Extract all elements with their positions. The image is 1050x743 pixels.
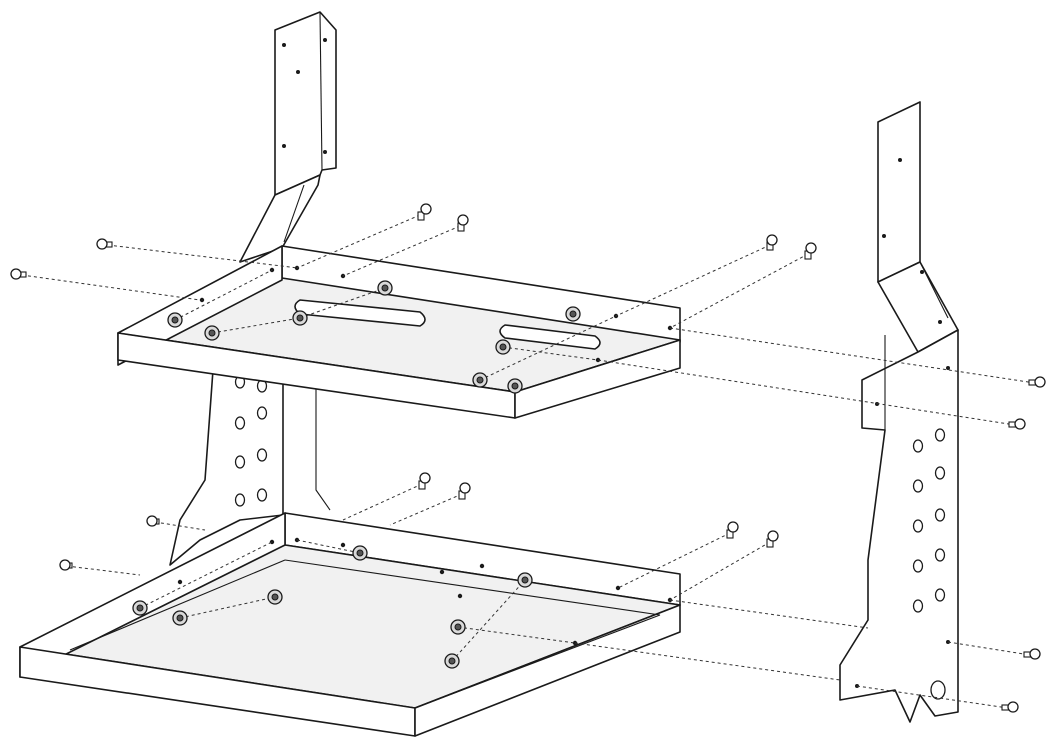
left-bracket [169,11,337,566]
nut [167,312,183,328]
screw [457,214,469,232]
nut [472,372,488,388]
screw [726,521,739,539]
screw [1008,418,1026,430]
screw [766,234,778,251]
nut [292,310,308,326]
screw [766,530,779,548]
nut [565,306,581,322]
nuts [132,280,581,669]
screw [10,268,27,280]
screw [96,238,113,250]
screw [1023,648,1041,660]
upper-tray-slot-right [499,324,601,350]
nut [172,610,188,626]
nut [132,600,148,616]
nut [204,325,220,341]
screw [804,242,817,260]
screws [10,203,1046,713]
screw [418,472,431,490]
nut [352,545,368,561]
screw [1001,701,1019,713]
screw [1028,376,1046,388]
right-bracket [839,101,959,723]
nut [267,589,283,605]
upper-tray [117,245,681,419]
screw [458,482,471,500]
nut [517,572,533,588]
nut [450,619,466,635]
screw [59,559,73,571]
lower-tray [19,512,681,737]
nut [507,378,523,394]
upper-tray-slot-left [294,299,426,327]
screw [417,203,432,221]
nut [377,280,393,296]
nut [495,339,511,355]
assembly-guide-lines [21,214,1036,709]
screw [146,515,160,527]
nut [444,653,460,669]
